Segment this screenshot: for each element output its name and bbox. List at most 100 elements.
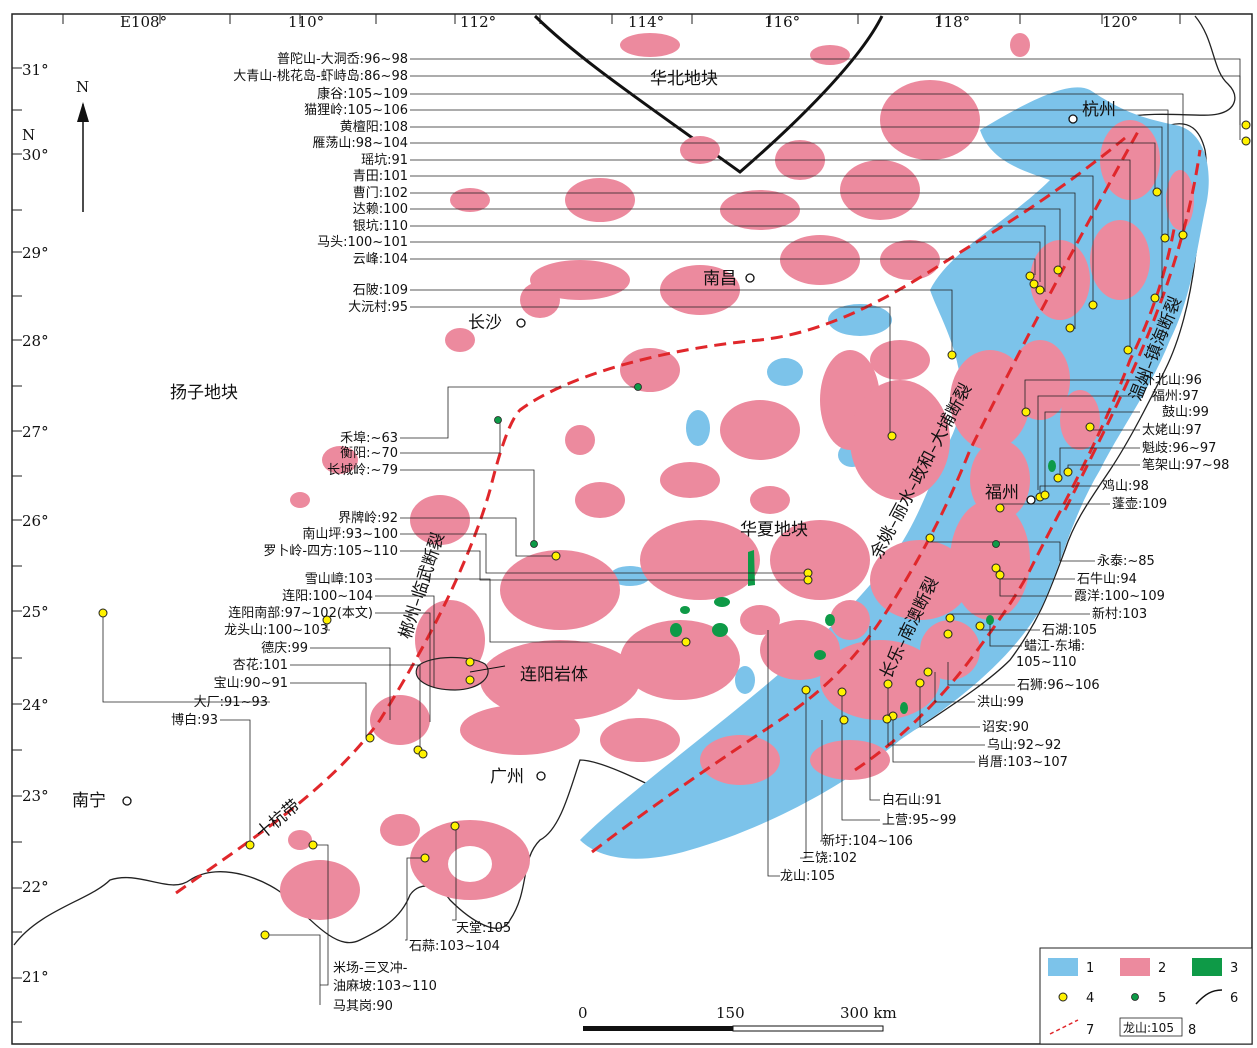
label-shangying: 上营:95~99 bbox=[882, 813, 956, 828]
label-xueshanzhang: 雪山嶂:103 bbox=[305, 572, 373, 587]
label-shisuan: 石蒜:103~104 bbox=[409, 939, 500, 954]
label-hongshan: 洪山:99 bbox=[977, 695, 1024, 710]
label-xiayang: 霞洋:100~109 bbox=[1074, 589, 1165, 604]
blue-patch bbox=[735, 666, 755, 694]
city-changsha: 长沙 bbox=[468, 313, 502, 333]
tick-28: 28° bbox=[22, 332, 49, 350]
city-guangzhou: 广州 bbox=[490, 767, 524, 787]
label-hengyang: 衡阳:~70 bbox=[340, 446, 398, 461]
north-arrow: N bbox=[76, 78, 89, 212]
tick-112: 112° bbox=[460, 13, 496, 31]
label-baishishan: 白石山:91 bbox=[882, 792, 942, 808]
label-kanggu: 康谷:105~109 bbox=[317, 86, 408, 102]
blue-patch bbox=[828, 304, 892, 336]
tick-116: 116° bbox=[764, 13, 800, 31]
tick-120: 120° bbox=[1102, 13, 1138, 31]
blue-patch bbox=[610, 566, 650, 586]
tick-114: 114° bbox=[628, 13, 664, 31]
fault-lines bbox=[175, 127, 1202, 895]
label-yinkeng: 银坑:110 bbox=[353, 219, 408, 234]
label-bobai: 博白:93 bbox=[171, 712, 218, 728]
scale-300: 300 km bbox=[840, 1004, 897, 1022]
legend-1: 1 bbox=[1086, 961, 1094, 976]
tick-23: 23° bbox=[22, 787, 49, 805]
tick-108: E108° bbox=[120, 13, 167, 31]
label-kuiqi: 魁歧:96~97 bbox=[1142, 440, 1216, 456]
label-shiniushan: 石牛山:94 bbox=[1077, 572, 1137, 587]
tick-26: 26° bbox=[22, 512, 49, 530]
city-nanchang: 南昌 bbox=[703, 269, 737, 289]
label-longshan: 龙山:105 bbox=[780, 869, 835, 884]
granite-patches bbox=[280, 33, 1194, 920]
label-lianyang-south: 连阳南部:97~102(本文) bbox=[228, 605, 373, 621]
legend-7: 7 bbox=[1086, 1023, 1094, 1038]
legend-2: 2 bbox=[1158, 961, 1166, 976]
tick-118: 118° bbox=[934, 13, 970, 31]
yuyao-fault bbox=[591, 127, 1142, 854]
label-jishan: 鸡山:98 bbox=[1102, 478, 1149, 494]
label-yongtai: 永泰:~85 bbox=[1097, 554, 1155, 569]
tick-25: 25° bbox=[22, 603, 49, 621]
legend-6: 6 bbox=[1230, 991, 1238, 1006]
labels-left-mid: 禾埠:~63 衡阳:~70 长城岭:~79 界牌岭:92 南山坪:93~100 … bbox=[171, 431, 398, 728]
scale-150: 150 bbox=[716, 1004, 745, 1022]
label-baoshan: 宝山:90~91 bbox=[214, 676, 288, 691]
label-wushan: 乌山:92~92 bbox=[987, 737, 1061, 753]
region-north-china: 华北地块 bbox=[650, 69, 718, 89]
changle-fault bbox=[854, 223, 1177, 772]
label-lajiang-range: 105~110 bbox=[1016, 655, 1077, 670]
shihang-fault bbox=[175, 136, 1126, 895]
label-matou: 马头:100~101 bbox=[317, 235, 408, 250]
label-waibeishan: 外北山:96 bbox=[1142, 373, 1202, 388]
legend-sample-label: 龙山:105 bbox=[1123, 1021, 1174, 1035]
label-xiaocuo: 肖厝:103~107 bbox=[977, 755, 1068, 770]
tick-22: 22° bbox=[22, 878, 49, 896]
label-zhaoan: 诏安:90 bbox=[982, 720, 1029, 735]
label-hebu: 禾埠:~63 bbox=[340, 431, 398, 446]
granite-hole bbox=[448, 846, 492, 882]
green-patches bbox=[670, 460, 1056, 714]
label-tiantang: 天堂:105 bbox=[456, 921, 511, 936]
city-nanning: 南宁 bbox=[72, 791, 106, 811]
scale-bar: 0 150 300 km bbox=[578, 1004, 897, 1032]
label-jiepailing: 界牌岭:92 bbox=[338, 510, 398, 526]
wenzhou-fault bbox=[1063, 149, 1202, 511]
tick-21: 21° bbox=[22, 968, 49, 986]
label-qingtian: 青田:101 bbox=[353, 169, 408, 184]
region-lianyang-body: 连阳岩体 bbox=[520, 665, 588, 685]
label-nanshanping: 南山坪:93~100 bbox=[302, 526, 398, 542]
label-yunfeng: 云峰:104 bbox=[353, 252, 408, 267]
north-china-boundary bbox=[533, 14, 884, 174]
label-yandangshan: 雁荡山:98~104 bbox=[312, 136, 408, 151]
city-fuzhou: 福州 bbox=[985, 483, 1019, 503]
label-longtoushan: 龙头山:100~103 bbox=[224, 623, 328, 638]
legend-8: 8 bbox=[1188, 1023, 1196, 1038]
label-sanrao: 三饶:102 bbox=[802, 851, 857, 866]
label-shihu: 石湖:105 bbox=[1042, 623, 1097, 638]
left-axis: 31° N 30° 29° 28° 27° 26° 25° 24° 23° 22… bbox=[12, 61, 49, 1023]
label-tailaoshan: 太姥山:97 bbox=[1142, 423, 1202, 438]
legend-4: 4 bbox=[1086, 991, 1094, 1006]
tick-110: 110° bbox=[288, 13, 324, 31]
blue-patch bbox=[767, 358, 803, 386]
label-putuoshan: 普陀山-大洞岙:96~98 bbox=[277, 51, 408, 67]
label-dayuancun: 大沅村:95 bbox=[348, 300, 408, 315]
region-yangtze: 扬子地块 bbox=[170, 383, 238, 403]
lianyang-arrow bbox=[469, 665, 506, 673]
label-youmapo: 油麻坡:103~110 bbox=[333, 979, 437, 994]
label-changchengling: 长城岭:~79 bbox=[327, 463, 398, 478]
label-michang: 米场-三叉冲- bbox=[333, 961, 408, 976]
label-lajiang: 蜡江-东埔: bbox=[1024, 639, 1085, 654]
region-cathaysia: 华夏地块 bbox=[740, 520, 808, 540]
label-xinghua: 杏花:101 bbox=[233, 657, 288, 673]
label-dalai: 达赖:100 bbox=[353, 202, 408, 217]
label-maoliling: 猫狸岭:105~106 bbox=[304, 103, 408, 118]
legend: 1 2 3 4 5 6 7 龙山:105 8 bbox=[1039, 947, 1253, 1045]
label-xinxu: 新圩:104~106 bbox=[822, 833, 913, 849]
legend-3: 3 bbox=[1230, 961, 1238, 976]
labels-right: 外北山:96 福州:97 鼓山:99 太姥山:97 魁歧:96~97 笔架山:9… bbox=[977, 373, 1229, 770]
tick-27: 27° bbox=[22, 423, 49, 441]
label-bijiashan: 笔架山:97~98 bbox=[1142, 457, 1229, 473]
tick-n: N bbox=[22, 126, 35, 144]
